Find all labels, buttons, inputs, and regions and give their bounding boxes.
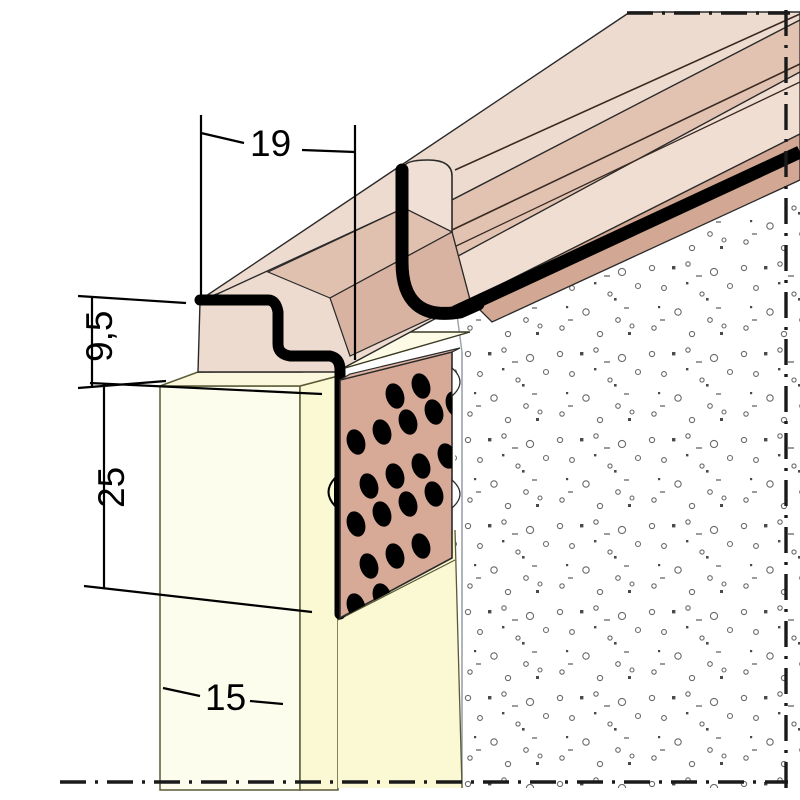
profile-section-outline [194, 294, 346, 620]
dim-label-9-5: 9,5 [79, 311, 120, 362]
dimension-19 [199, 115, 357, 360]
wall-surface [454, 196, 800, 788]
dim-arrow-19-right [301, 148, 356, 154]
dim-label-19: 19 [250, 123, 291, 164]
dim-tick-25-top [89, 381, 323, 396]
dim-arrow-15-left [162, 686, 201, 698]
perforated-flange [327, 347, 461, 620]
metal-profile [194, 11, 800, 620]
dim-label-15: 15 [205, 677, 246, 718]
section-boundary [60, 10, 790, 788]
dim-arrow-19-left [200, 131, 245, 145]
dim-label-25: 25 [91, 467, 132, 508]
dim-tick-9-5-top [77, 294, 187, 305]
dim-arrow-15-right [249, 699, 284, 706]
dimension-15 [162, 686, 284, 706]
dimension-25 [83, 381, 323, 614]
dim-tick-25-bottom [83, 584, 313, 614]
